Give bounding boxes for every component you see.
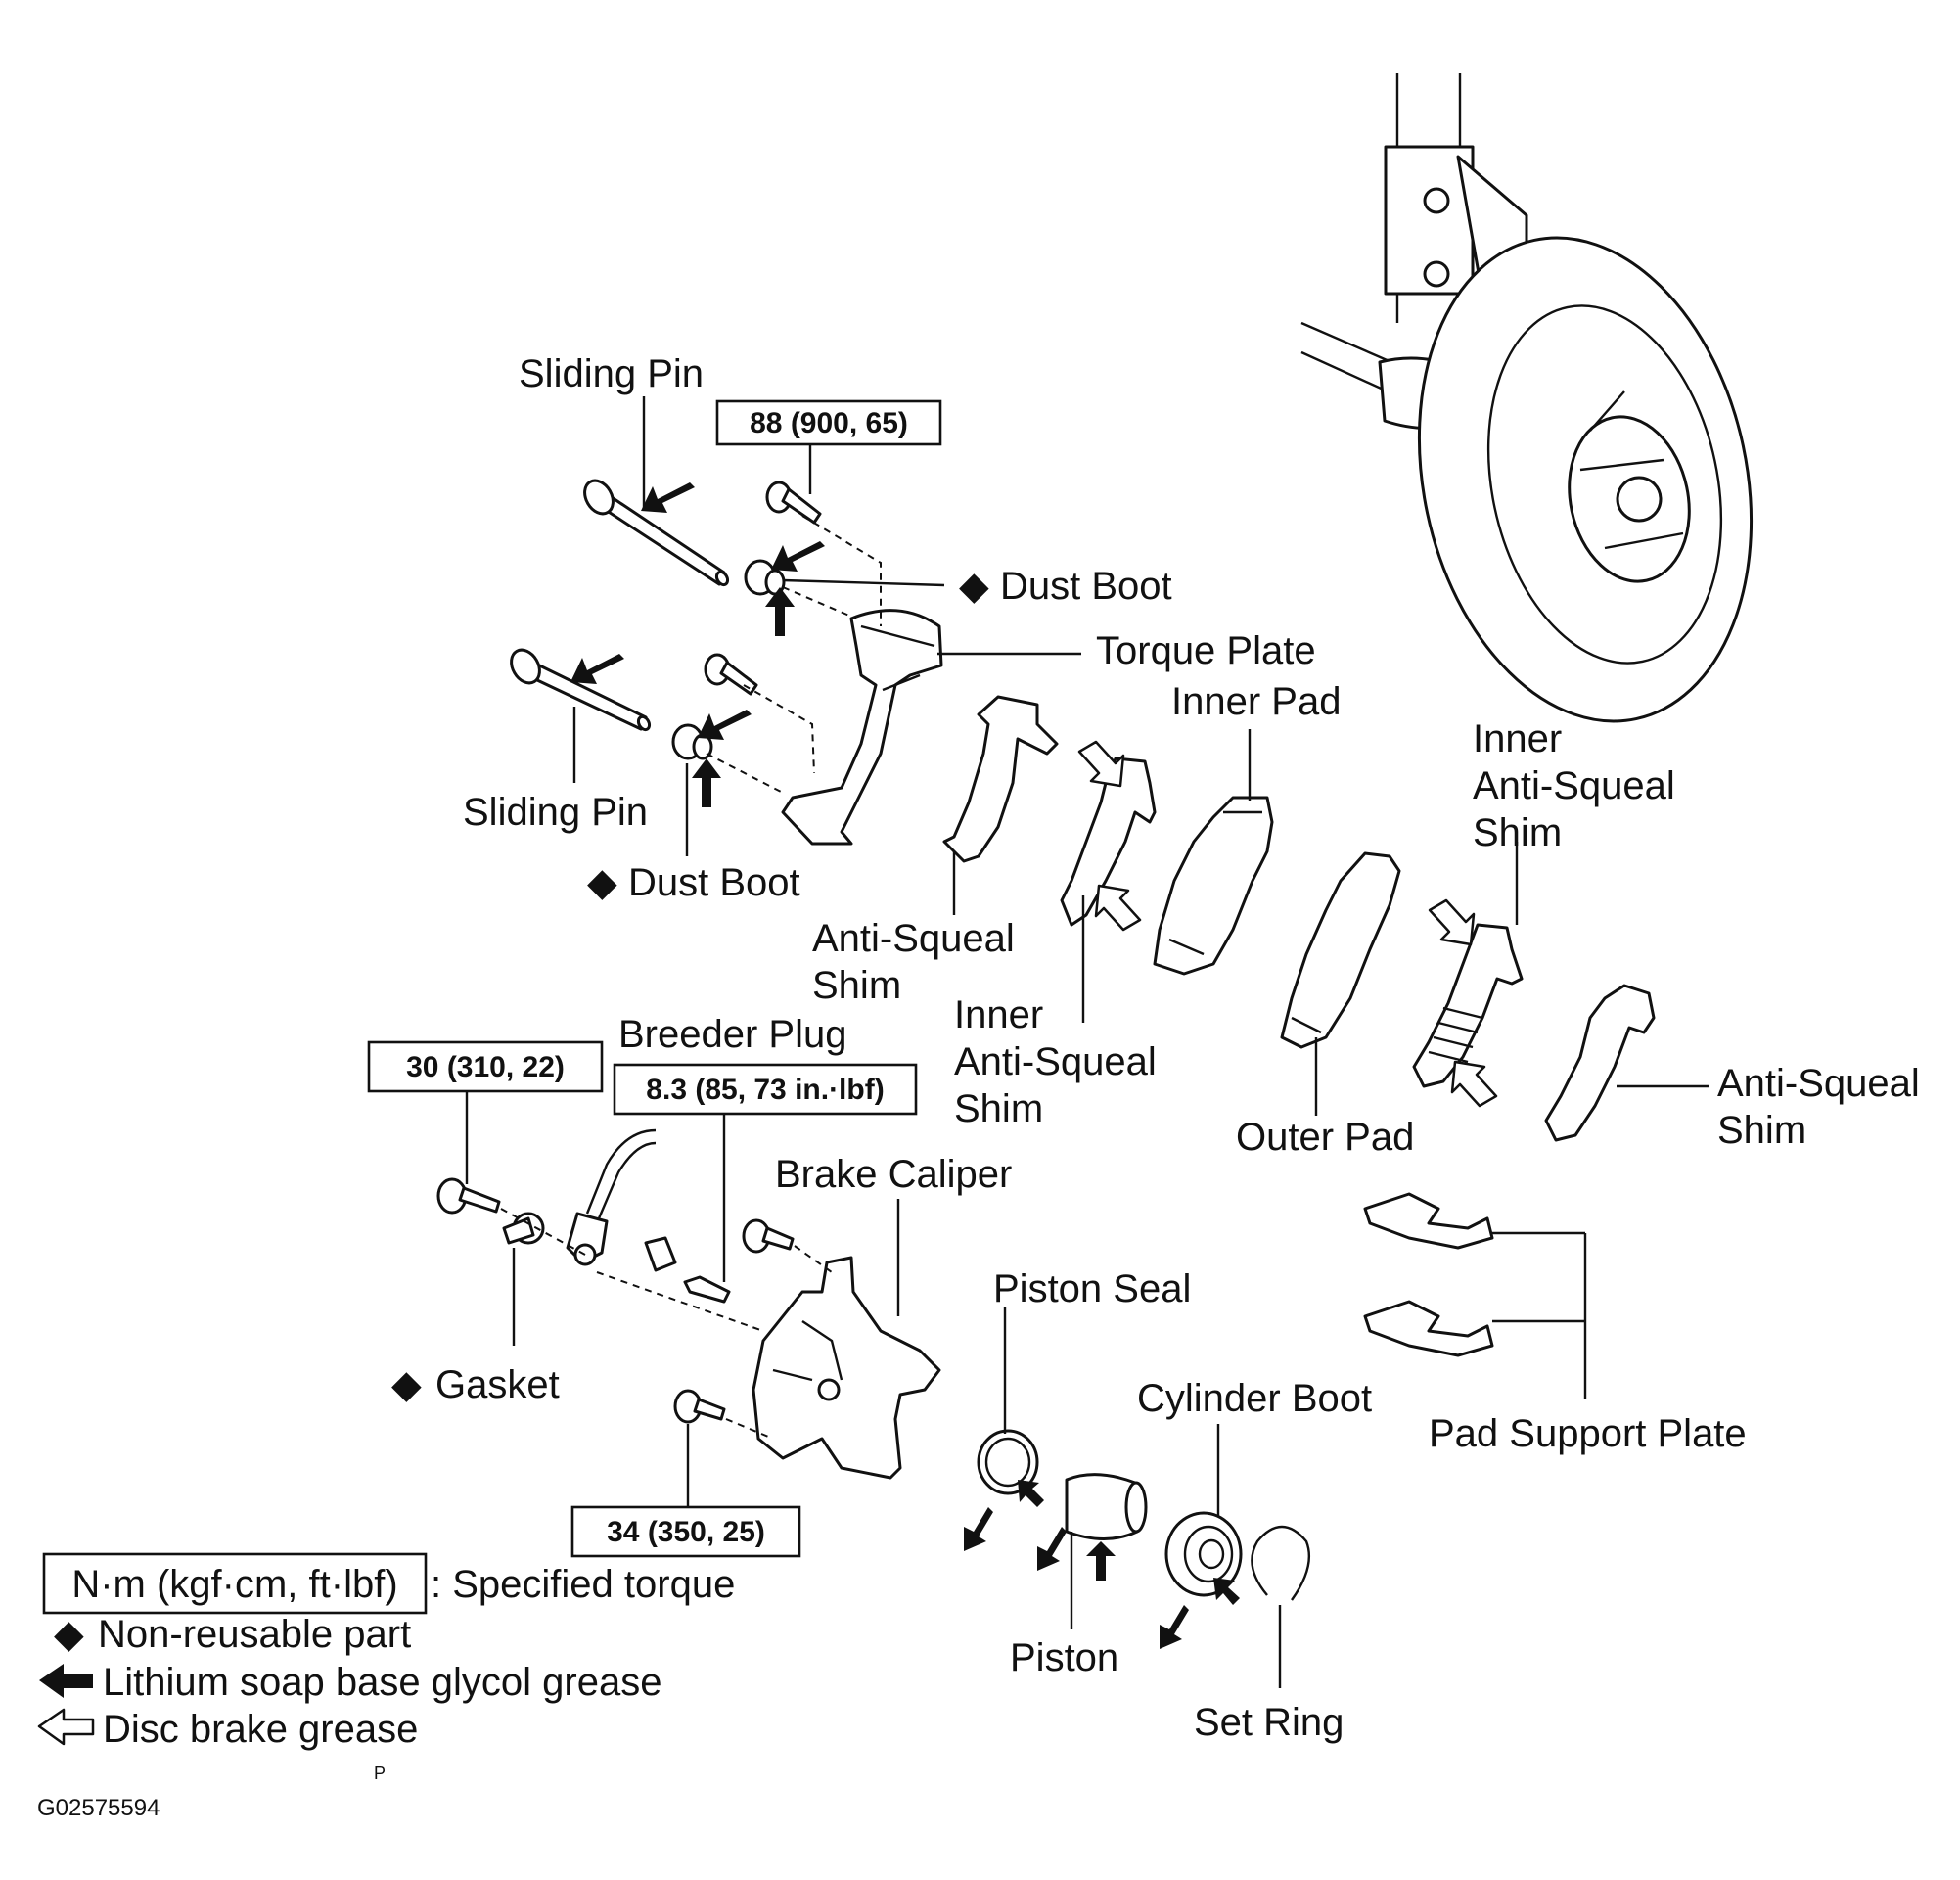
torque-8-3: 8.3 (85, 73 in.·lbf) [646,1074,884,1106]
label-inner-shim-right-1: Inner [1473,717,1562,760]
brake-hose-part [566,1128,657,1266]
label-set-ring: Set Ring [1194,1701,1344,1744]
cylinder-boot-part [1164,1511,1243,1597]
label-inner-shim-right-3: Shim [1473,811,1562,854]
label-inner-shim-center-1: Inner [954,993,1043,1036]
dust-boot-top-part [744,559,786,596]
label-outer-pad: Outer Pad [1236,1116,1414,1159]
pad-support-plate-top [1363,1192,1494,1250]
small-mark: P [374,1764,386,1783]
label-anti-squeal-right-1: Anti-Squeal [1717,1062,1920,1105]
lithium-grease-arrows-top [570,482,825,807]
inner-shim-right-part [1412,923,1524,1088]
legend-non-reusable: Non-reusable part [98,1613,411,1656]
torque-30: 30 (310, 22) [406,1051,565,1083]
figure-code: G02575594 [37,1795,160,1821]
diamond-icon-top: ◆ [959,565,989,608]
caliper-bolt-30 [436,1177,501,1215]
legend-unit-box [42,1552,428,1615]
torque-box-8-3 [613,1063,918,1116]
anti-squeal-shim-right-part [1544,984,1656,1142]
label-brake-caliper: Brake Caliper [775,1153,1012,1196]
label-anti-squeal-left-2: Shim [812,964,901,1007]
label-piston: Piston [1010,1636,1118,1679]
torque-plate-part [781,609,943,846]
legend-disc-arrow-icon [37,1708,95,1746]
torque-box-34 [570,1505,801,1558]
label-breeder-plug: Breeder Plug [618,1013,846,1056]
piston-grease-arrows [964,1480,1240,1649]
legend-lithium-arrow-icon [39,1664,93,1698]
label-dust-boot-top: Dust Boot [1000,565,1172,608]
anti-squeal-shim-left-part [942,695,1059,863]
legend-diamond-icon: ◆ [54,1613,84,1656]
torque-box-88 [715,399,942,446]
label-inner-pad: Inner Pad [1171,680,1341,723]
label-torque-plate: Torque Plate [1096,629,1316,672]
legend: N·m (kgf·cm, ft·lbf) : Specified torque … [37,1552,735,1751]
label-inner-shim-right-2: Anti-Squeal [1473,764,1675,807]
legend-disc-grease: Disc brake grease [103,1708,418,1751]
inner-pad-part [1153,796,1274,976]
label-pad-support-plate: Pad Support Plate [1429,1412,1747,1455]
label-dust-boot-bottom: Dust Boot [628,861,800,904]
torque-34: 34 (350, 25) [607,1516,765,1548]
label-inner-shim-center-2: Anti-Squeal [954,1040,1157,1083]
caliper-bolt-34 [673,1389,726,1424]
label-sliding-pin-top: Sliding Pin [519,352,704,395]
outer-pad-part [1280,851,1401,1049]
piston-seal-part [977,1429,1039,1495]
legend-unit-desc: : Specified torque [431,1563,735,1606]
set-ring-part [1251,1525,1310,1601]
legend-lithium: Lithium soap base glycol grease [103,1661,661,1704]
inner-shim-center-part [1060,757,1157,927]
piston-part [1065,1473,1148,1540]
diamond-icon-bottom: ◆ [587,861,617,904]
torque-plate-bolt-bottom [704,653,758,696]
pad-support-plate-bottom [1363,1300,1494,1357]
bleeder-plug-part [644,1236,731,1304]
label-sliding-pin-bottom: Sliding Pin [463,791,648,834]
sliding-pin-bottom [510,648,652,732]
diamond-icon-gasket: ◆ [391,1363,422,1406]
label-anti-squeal-right-2: Shim [1717,1109,1806,1152]
sliding-pin-top [583,479,730,587]
caliper-bolt-upper [742,1218,795,1254]
brake-caliper-part [752,1256,941,1480]
torque-box-30 [367,1040,604,1093]
torque-88: 88 (900, 65) [750,407,908,439]
leader-lines [465,396,1709,1688]
strut-hub-rotor [1300,73,1754,723]
label-anti-squeal-left-1: Anti-Squeal [812,917,1015,960]
disc-grease-arrows [1077,740,1498,1108]
label-cylinder-boot: Cylinder Boot [1137,1377,1372,1420]
legend-unit-text: N·m (kgf·cm, ft·lbf) [71,1563,397,1606]
torque-plate-bolt-top [765,481,822,525]
label-piston-seal: Piston Seal [993,1267,1191,1310]
label-gasket: Gasket [435,1363,560,1406]
gasket-part [502,1212,545,1245]
label-inner-shim-center-3: Shim [954,1087,1043,1130]
